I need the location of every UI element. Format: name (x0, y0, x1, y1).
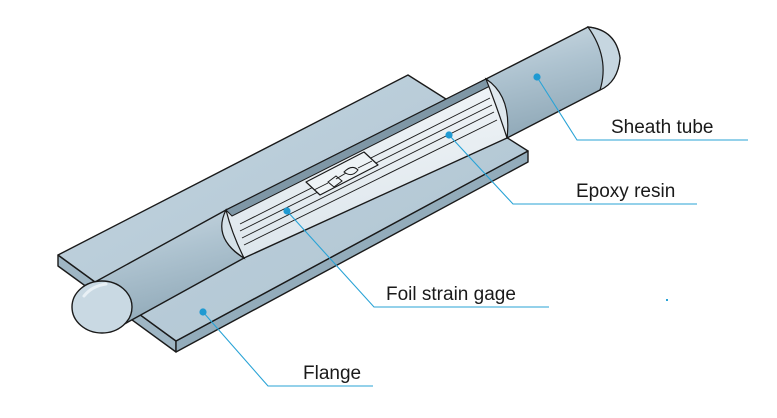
label-flange: Flange (303, 363, 362, 384)
foil-strain-gage (305, 151, 379, 196)
stray-mark (666, 299, 668, 301)
label-foil-strain-gage: Foil strain gage (386, 284, 516, 305)
epoxy-resin (221, 77, 509, 260)
label-sheath-tube: Sheath tube (611, 117, 714, 138)
callout-lines (202, 76, 748, 387)
callout-dot-epoxy-resin (445, 131, 453, 139)
tube-right-end (586, 26, 621, 92)
callout-dot-foil-strain-gage (283, 207, 291, 215)
sheath-tube (71, 26, 621, 334)
callout-dot-sheath-tube (533, 73, 541, 81)
tube-end-cap (71, 280, 133, 334)
callout-line-foil-strain-gage (286, 210, 549, 308)
callout-line-epoxy-resin (448, 134, 697, 205)
label-epoxy-resin: Epoxy resin (576, 181, 676, 202)
callout-dot-flange (199, 308, 207, 316)
callout-dots (199, 73, 541, 316)
callout-line-flange (202, 311, 373, 387)
resin-left-face (221, 208, 246, 260)
gage-backing (305, 151, 379, 196)
callout-line-sheath-tube (536, 76, 748, 141)
resin-right-face (484, 77, 509, 139)
